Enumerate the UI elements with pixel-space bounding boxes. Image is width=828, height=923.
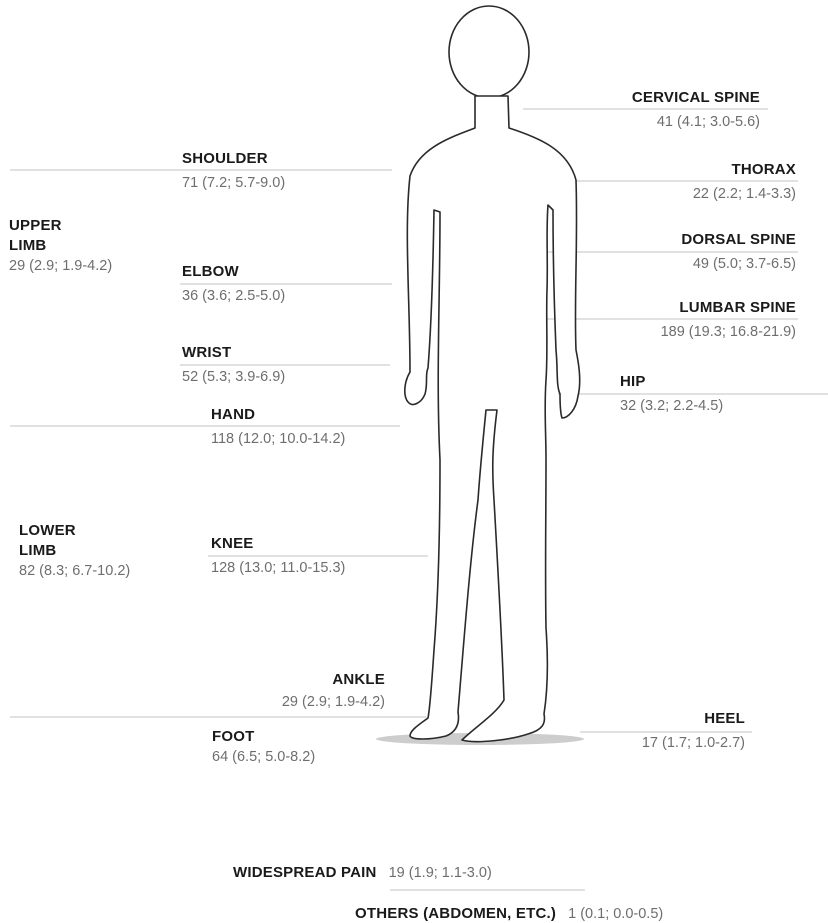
region-dorsal-spine: DORSAL SPINE 49 (5.0; 3.7-6.5)	[590, 231, 796, 273]
region-label: WIDESPREAD PAIN	[233, 864, 377, 881]
region-foot: FOOT 64 (6.5; 5.0-8.2)	[212, 728, 315, 766]
region-shoulder: SHOULDER 71 (7.2; 5.7-9.0)	[182, 150, 285, 192]
region-stats: 52 (5.3; 3.9-6.9)	[182, 368, 285, 386]
region-label: FOOT	[212, 728, 315, 746]
region-label: OTHERS (ABDOMEN, ETC.)	[355, 905, 556, 922]
region-stats: 17 (1.7; 1.0-2.7)	[560, 734, 745, 752]
region-label: CERVICAL SPINE	[560, 89, 760, 107]
region-stats: 32 (3.2; 2.2-4.5)	[620, 397, 723, 415]
region-stats: 41 (4.1; 3.0-5.6)	[560, 113, 760, 131]
region-stats: 128 (13.0; 11.0-15.3)	[211, 559, 345, 577]
region-stats: 29 (2.9; 1.9-4.2)	[200, 693, 385, 711]
region-hip: HIP 32 (3.2; 2.2-4.5)	[620, 373, 723, 415]
region-stats: 19 (1.9; 1.1-3.0)	[389, 865, 492, 881]
region-widespread-pain: WIDESPREAD PAIN 19 (1.9; 1.1-3.0)	[233, 864, 492, 882]
region-stats: 22 (2.2; 1.4-3.3)	[590, 185, 796, 203]
region-label: KNEE	[211, 535, 345, 553]
region-stats: 49 (5.0; 3.7-6.5)	[590, 255, 796, 273]
region-label: WRIST	[182, 344, 285, 362]
region-upper-limb: UPPER LIMB 29 (2.9; 1.9-4.2)	[9, 216, 112, 275]
region-lumbar-spine: LUMBAR SPINE 189 (19.3; 16.8-21.9)	[590, 299, 796, 341]
region-label: ANKLE	[200, 671, 385, 689]
region-stats: 82 (8.3; 6.7-10.2)	[19, 562, 130, 580]
region-hand: HAND 118 (12.0; 10.0-14.2)	[211, 406, 345, 448]
region-label: UPPER LIMB	[9, 216, 69, 256]
region-label: THORAX	[590, 161, 796, 179]
region-lower-limb: LOWER LIMB 82 (8.3; 6.7-10.2)	[19, 521, 130, 580]
region-label: LUMBAR SPINE	[590, 299, 796, 317]
region-label: SHOULDER	[182, 150, 285, 168]
region-stats: 36 (3.6; 2.5-5.0)	[182, 287, 285, 305]
region-cervical-spine: CERVICAL SPINE 41 (4.1; 3.0-5.6)	[560, 89, 760, 131]
region-label: HIP	[620, 373, 723, 391]
region-stats: 64 (6.5; 5.0-8.2)	[212, 748, 315, 766]
region-others: OTHERS (ABDOMEN, ETC.) 1 (0.1; 0.0-0.5)	[355, 905, 663, 923]
region-stats: 118 (12.0; 10.0-14.2)	[211, 430, 345, 448]
region-label: DORSAL SPINE	[590, 231, 796, 249]
human-figure-outline	[405, 6, 580, 742]
region-ankle: ANKLE 29 (2.9; 1.9-4.2)	[200, 671, 385, 711]
region-label: ELBOW	[182, 263, 285, 281]
region-label: LOWER LIMB	[19, 521, 79, 561]
head-outline	[449, 6, 529, 98]
region-knee: KNEE 128 (13.0; 11.0-15.3)	[211, 535, 345, 577]
region-heel: HEEL 17 (1.7; 1.0-2.7)	[560, 710, 745, 752]
region-label: HAND	[211, 406, 345, 424]
region-stats: 29 (2.9; 1.9-4.2)	[9, 257, 112, 275]
region-stats: 189 (19.3; 16.8-21.9)	[590, 323, 796, 341]
region-elbow: ELBOW 36 (3.6; 2.5-5.0)	[182, 263, 285, 305]
region-stats: 1 (0.1; 0.0-0.5)	[568, 906, 663, 922]
region-label: HEEL	[560, 710, 745, 728]
region-stats: 71 (7.2; 5.7-9.0)	[182, 174, 285, 192]
region-wrist: WRIST 52 (5.3; 3.9-6.9)	[182, 344, 285, 386]
region-thorax: THORAX 22 (2.2; 1.4-3.3)	[590, 161, 796, 203]
body-outline	[405, 96, 580, 742]
